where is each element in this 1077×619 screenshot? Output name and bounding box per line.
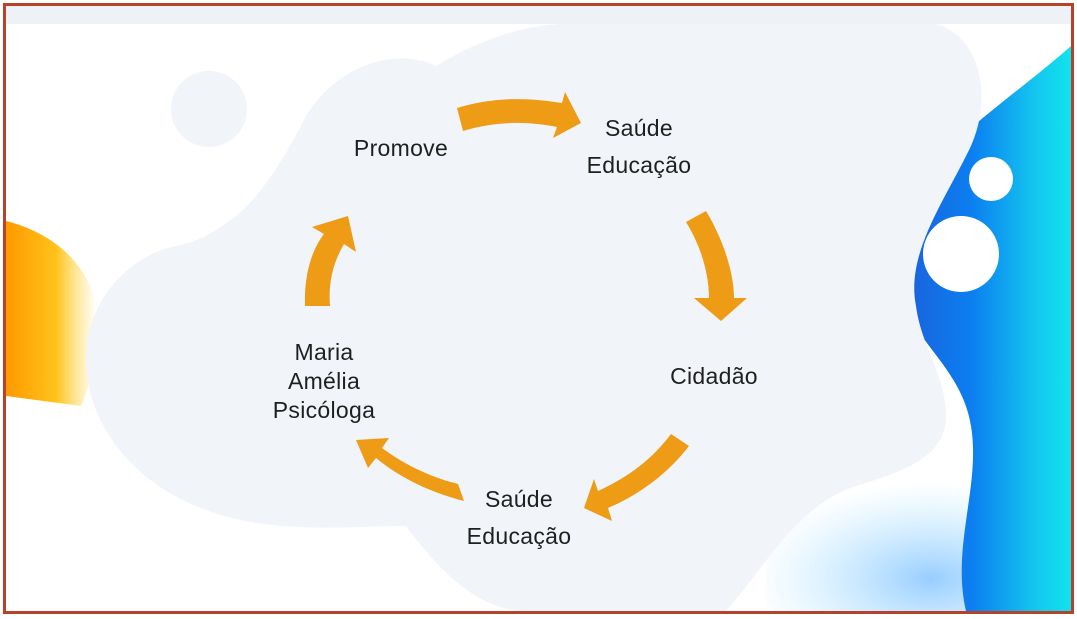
slide-background-graphics xyxy=(6,24,1071,611)
node-saude-educacao-bottom: Saúde Educação xyxy=(449,481,589,555)
orange-accent-shape xyxy=(6,221,97,406)
deco-circle-white-small xyxy=(969,157,1013,201)
arrow-right xyxy=(686,211,747,321)
node-maria-amelia: Maria Amélia Psicóloga xyxy=(259,338,389,425)
arrow-top xyxy=(457,92,581,138)
slide-top-strip xyxy=(6,6,1071,24)
node-saude-top-line-1: Saúde xyxy=(604,115,673,141)
deco-circle-top-left xyxy=(171,71,247,147)
arrow-bottom-left xyxy=(356,438,464,501)
slide-frame: Promove Saúde Educação Cidadão Saúde Edu… xyxy=(3,3,1074,614)
node-cidadao-line-1: Cidadão xyxy=(670,363,758,389)
node-maria-line-3: Psicóloga xyxy=(272,397,376,423)
deco-circle-bottom xyxy=(683,511,743,571)
cloud-shape xyxy=(85,24,982,611)
node-promove-line-1: Promove xyxy=(353,135,449,161)
node-saude-educacao-top: Saúde Educação xyxy=(569,110,709,184)
node-maria-line-1: Maria xyxy=(294,339,354,365)
deco-circle-white-large xyxy=(923,216,999,292)
arrow-bottom-right xyxy=(584,434,689,521)
node-maria-line-2: Amélia xyxy=(287,368,361,394)
arrow-left xyxy=(304,216,356,306)
node-saude-top-line-2: Educação xyxy=(586,152,692,178)
node-saude-bottom-line-2: Educação xyxy=(466,523,572,549)
node-promove: Promove xyxy=(336,130,466,167)
node-cidadao: Cidadão xyxy=(654,358,774,395)
node-saude-bottom-line-1: Saúde xyxy=(484,486,553,512)
